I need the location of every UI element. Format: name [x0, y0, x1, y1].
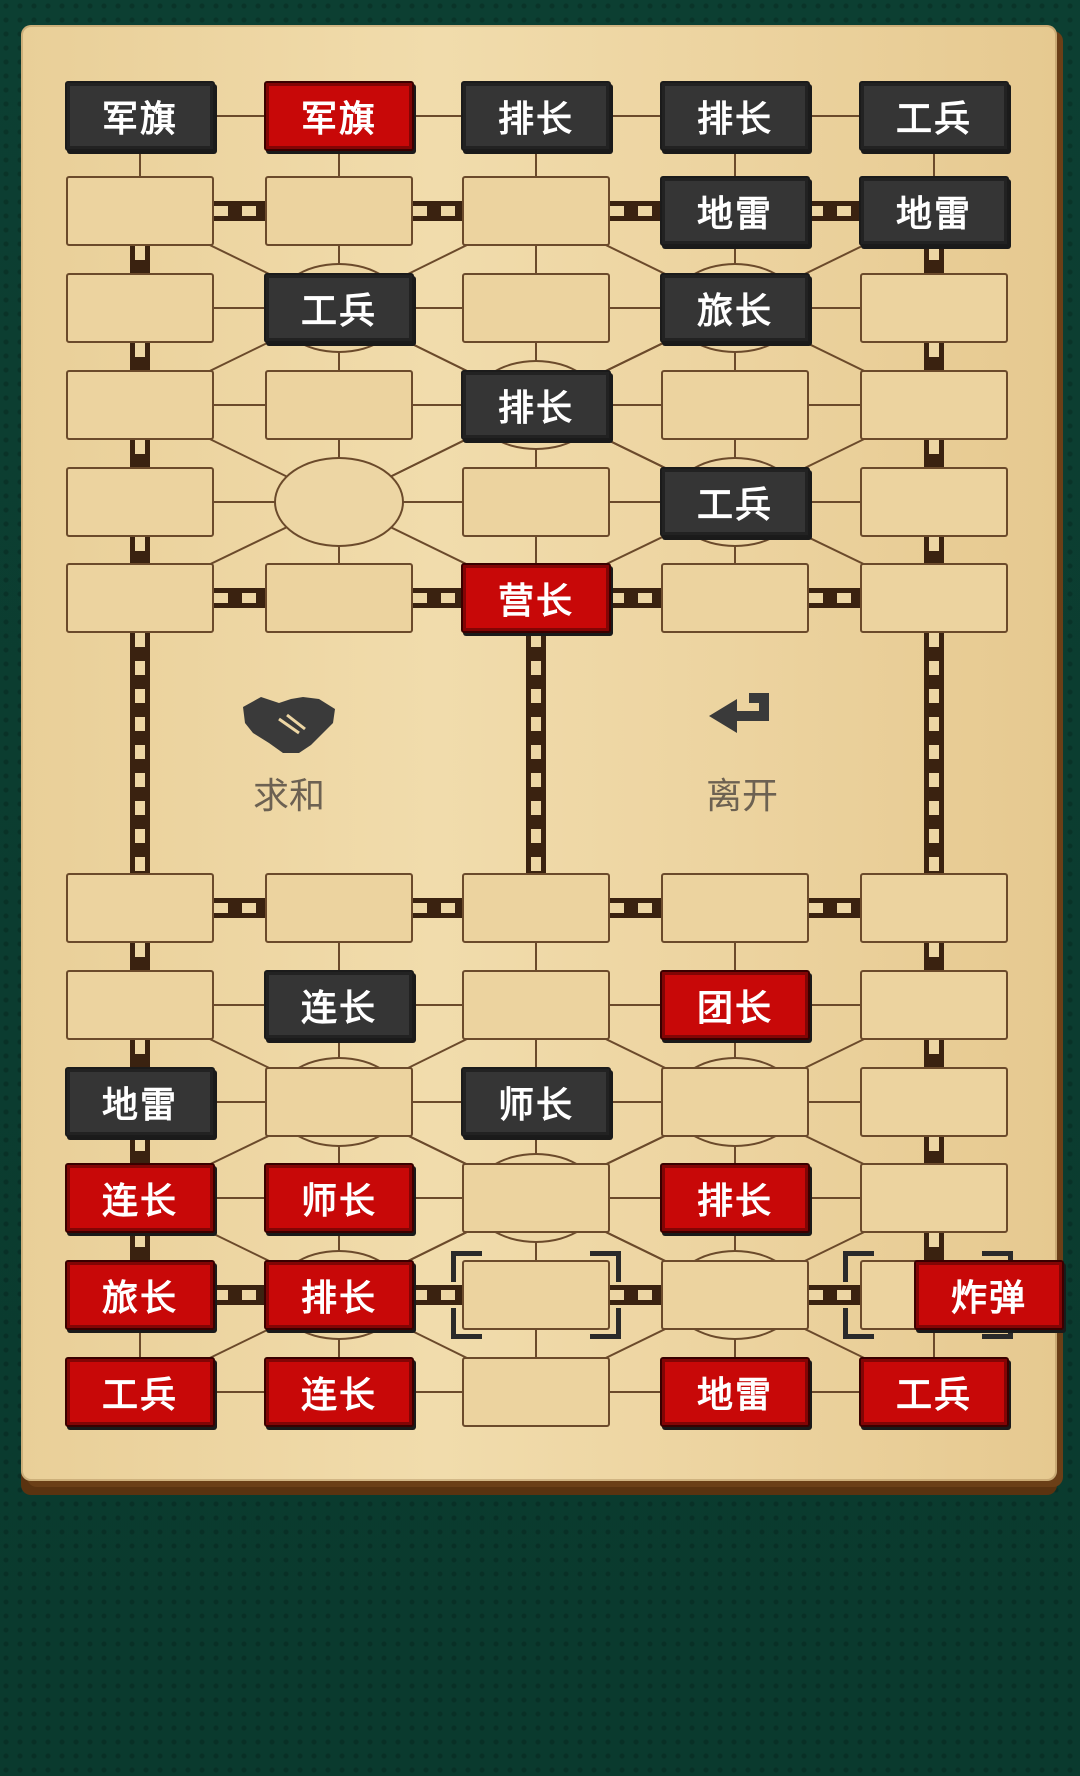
handshake-icon — [243, 697, 335, 753]
piece-black[interactable]: 地雷 — [65, 1067, 215, 1137]
board-slot[interactable] — [661, 563, 809, 633]
board-slot[interactable] — [66, 176, 214, 246]
board-slot[interactable] — [860, 563, 1008, 633]
board-slot[interactable] — [860, 1163, 1008, 1233]
board-slot[interactable] — [661, 873, 809, 943]
board-slot[interactable] — [661, 1067, 809, 1137]
board-slot[interactable] — [462, 970, 610, 1040]
board-slot[interactable] — [66, 273, 214, 343]
board-slot[interactable] — [462, 176, 610, 246]
piece-black[interactable]: 师长 — [461, 1067, 611, 1137]
piece-red[interactable]: 军旗 — [264, 81, 414, 151]
piece-black[interactable]: 地雷 — [660, 176, 810, 246]
board-slot[interactable] — [462, 1357, 610, 1427]
piece-black[interactable]: 工兵 — [264, 273, 414, 343]
piece-black[interactable]: 军旗 — [65, 81, 215, 151]
piece-black[interactable]: 旅长 — [660, 273, 810, 343]
board-slot[interactable] — [860, 970, 1008, 1040]
board-slot[interactable] — [462, 1260, 610, 1330]
board-slot[interactable] — [462, 273, 610, 343]
leave-label: 离开 — [705, 776, 778, 817]
selection-bracket — [451, 1251, 621, 1339]
piece-red[interactable]: 排长 — [660, 1163, 810, 1233]
board-slot[interactable] — [66, 467, 214, 537]
board-slot[interactable] — [66, 370, 214, 440]
board-slot[interactable] — [860, 370, 1008, 440]
piece-black[interactable]: 地雷 — [859, 176, 1009, 246]
piece-black[interactable]: 排长 — [461, 81, 611, 151]
board-slot[interactable] — [66, 563, 214, 633]
piece-red[interactable]: 营长 — [461, 563, 611, 633]
board-slot[interactable] — [462, 467, 610, 537]
leave-button[interactable]: 离开 — [697, 685, 787, 819]
piece-red[interactable]: 地雷 — [660, 1357, 810, 1427]
piece-red[interactable]: 排长 — [264, 1260, 414, 1330]
piece-red[interactable]: 连长 — [264, 1357, 414, 1427]
piece-black[interactable]: 工兵 — [660, 467, 810, 537]
board-slot[interactable] — [66, 873, 214, 943]
board-slot[interactable] — [860, 873, 1008, 943]
return-arrow-icon — [709, 693, 769, 733]
piece-red[interactable]: 工兵 — [859, 1357, 1009, 1427]
piece-red[interactable]: 师长 — [264, 1163, 414, 1233]
board-slot[interactable] — [265, 176, 413, 246]
piece-black[interactable]: 工兵 — [859, 81, 1009, 151]
board-slot[interactable] — [860, 273, 1008, 343]
piece-red[interactable]: 炸弹 — [914, 1260, 1064, 1330]
piece-black[interactable]: 排长 — [660, 81, 810, 151]
board-slot[interactable] — [66, 970, 214, 1040]
board-slot[interactable] — [661, 1260, 809, 1330]
board-slot[interactable] — [265, 370, 413, 440]
game-board[interactable]: 求和 离开 军旗军旗排长排长工兵地雷地雷工兵旅长排长工兵营长连长团长地雷师长连长… — [21, 25, 1064, 1481]
offer-draw-label: 求和 — [252, 776, 325, 817]
piece-red[interactable]: 连长 — [65, 1163, 215, 1233]
board-slot[interactable] — [265, 873, 413, 943]
piece-red[interactable]: 工兵 — [65, 1357, 215, 1427]
piece-red[interactable]: 团长 — [660, 970, 810, 1040]
board-slot[interactable] — [265, 1067, 413, 1137]
piece-black[interactable]: 连长 — [264, 970, 414, 1040]
board-slot[interactable] — [860, 467, 1008, 537]
camp-oval[interactable] — [274, 457, 404, 547]
board-slot[interactable] — [661, 370, 809, 440]
board-slot[interactable] — [462, 1163, 610, 1233]
piece-black[interactable]: 排长 — [461, 370, 611, 440]
offer-draw-button[interactable]: 求和 — [239, 689, 339, 819]
piece-red[interactable]: 旅长 — [65, 1260, 215, 1330]
board-slot[interactable] — [265, 563, 413, 633]
board-slot[interactable] — [462, 873, 610, 943]
board-slot[interactable] — [860, 1067, 1008, 1137]
